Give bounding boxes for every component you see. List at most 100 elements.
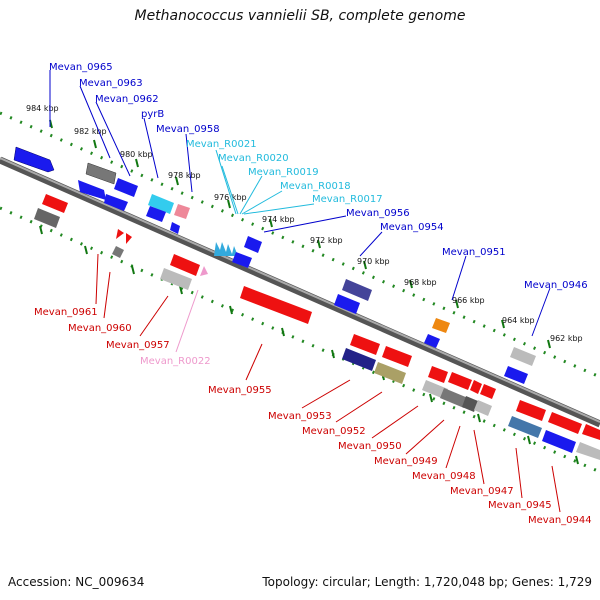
kbp-tick	[501, 319, 505, 329]
leader-line	[221, 165, 239, 215]
gene-label: pyrB	[141, 109, 164, 120]
gene-box	[342, 279, 372, 301]
gene-arrow	[504, 366, 528, 384]
leader-line	[451, 255, 467, 301]
kbp-label: 964 kbp	[502, 316, 535, 325]
gene-box	[174, 204, 190, 219]
rna-cluster	[214, 242, 238, 256]
kbp-tick	[227, 199, 231, 209]
kbp-tick	[455, 299, 459, 309]
gene-arrow	[244, 236, 262, 253]
gene-box	[576, 442, 600, 460]
kbp-label: 962 kbp	[550, 334, 583, 343]
gene-box	[462, 396, 478, 412]
kbp-ticks: 984 kbp 982 kbp 980 kbp 978 kbp 976 kbp …	[26, 104, 583, 349]
leader-line	[243, 203, 315, 215]
gene-label: Mevan_0965	[49, 62, 113, 73]
leader-line	[473, 429, 485, 485]
gene-arrow	[448, 372, 472, 390]
gene-arrow	[428, 366, 448, 383]
leader-line	[139, 295, 169, 337]
kbp-tick	[409, 279, 413, 289]
top-leader-lines	[49, 70, 551, 337]
rna-label: Mevan_R0018	[280, 181, 351, 192]
top-gene-labels: Mevan_0965 Mevan_0963 Mevan_0962 pyrB Me…	[49, 62, 588, 291]
gene-arrow	[78, 180, 106, 200]
leader-line	[103, 271, 111, 319]
gene-arrow	[13, 146, 55, 173]
gene-label: Mevan_0957	[106, 340, 170, 351]
kbp-label: 972 kbp	[310, 236, 343, 245]
gene-box	[342, 348, 376, 371]
lower-ticks	[39, 225, 579, 465]
kbp-label: 982 kbp	[74, 127, 107, 136]
bottom-gene-labels: Mevan_0961 Mevan_0960 Mevan_0957 Mevan_R…	[34, 307, 592, 526]
gene-arrow	[146, 206, 166, 222]
leader-line	[95, 253, 99, 305]
gene-arrow	[104, 194, 128, 211]
map-title: Methanococcus vannielii SB, complete gen…	[134, 8, 466, 24]
gene-arrow	[114, 178, 138, 197]
leader-line	[215, 149, 237, 215]
leader-line	[79, 85, 111, 159]
gene-arrow	[480, 384, 496, 399]
pseudo-marker	[200, 266, 208, 276]
gene-label: Mevan_0951	[442, 247, 506, 258]
kbp-tick	[175, 176, 179, 186]
gene-label: Mevan_0961	[34, 307, 98, 318]
forward-gene-features	[13, 146, 536, 384]
leader-line	[371, 405, 419, 439]
gene-box	[160, 268, 192, 290]
leader-line	[515, 447, 523, 499]
leader-line	[175, 289, 199, 353]
kbp-tick	[317, 239, 321, 249]
kbp-label: 980 kbp	[120, 150, 153, 159]
gene-label: Mevan_0949	[374, 456, 438, 467]
gene-arrow	[582, 424, 600, 440]
gene-label: Mevan_0950	[338, 441, 402, 452]
rna-label: Mevan_R0021	[186, 139, 257, 150]
leader-line	[95, 101, 131, 177]
genome-backbone-highlight	[0, 157, 600, 423]
lower-dotted-row	[0, 206, 600, 474]
gene-arrow	[116, 229, 124, 239]
gene-arrow	[516, 400, 546, 421]
kbp-tick	[135, 158, 139, 168]
gene-arrow	[542, 430, 576, 453]
gene-label: Mevan_0956	[346, 208, 410, 219]
gene-box	[474, 400, 492, 416]
kbp-tick	[93, 139, 97, 149]
gene-arrow	[42, 194, 68, 213]
leader-line	[405, 419, 445, 455]
leader-line	[263, 215, 347, 233]
leader-line	[335, 391, 383, 423]
genome-backbone	[0, 156, 600, 428]
kbp-label: 984 kbp	[26, 104, 59, 113]
gene-arrow	[170, 254, 200, 276]
kbp-tick	[363, 260, 367, 270]
gene-label: Mevan_0953	[268, 411, 332, 422]
gene-label: Mevan_0946	[524, 280, 588, 291]
rna-label: Mevan_R0017	[312, 194, 383, 205]
gene-label: Mevan_0944	[528, 515, 592, 526]
gene-arrow	[170, 222, 180, 234]
gene-arrow	[350, 334, 380, 355]
gene-label: Mevan_0962	[95, 94, 159, 105]
leader-line	[551, 465, 561, 513]
reverse-gene-features	[34, 194, 600, 460]
gene-arrow	[548, 412, 582, 434]
gene-box	[440, 388, 468, 408]
leader-line	[241, 190, 283, 215]
pseudo-label: Mevan_R0022	[140, 356, 211, 367]
gene-label: Mevan_0958	[156, 124, 220, 135]
bottom-leader-lines	[95, 253, 561, 513]
gene-label: Mevan_0948	[412, 471, 476, 482]
gene-arrow	[240, 286, 312, 324]
gene-box	[510, 347, 536, 366]
kbp-tick	[547, 339, 551, 349]
gene-label: Mevan_0952	[302, 426, 366, 437]
kbp-label: 966 kbp	[452, 296, 485, 305]
gene-label: Mevan_0954	[380, 222, 444, 233]
kbp-label: 970 kbp	[357, 257, 390, 266]
gene-box	[508, 416, 542, 438]
